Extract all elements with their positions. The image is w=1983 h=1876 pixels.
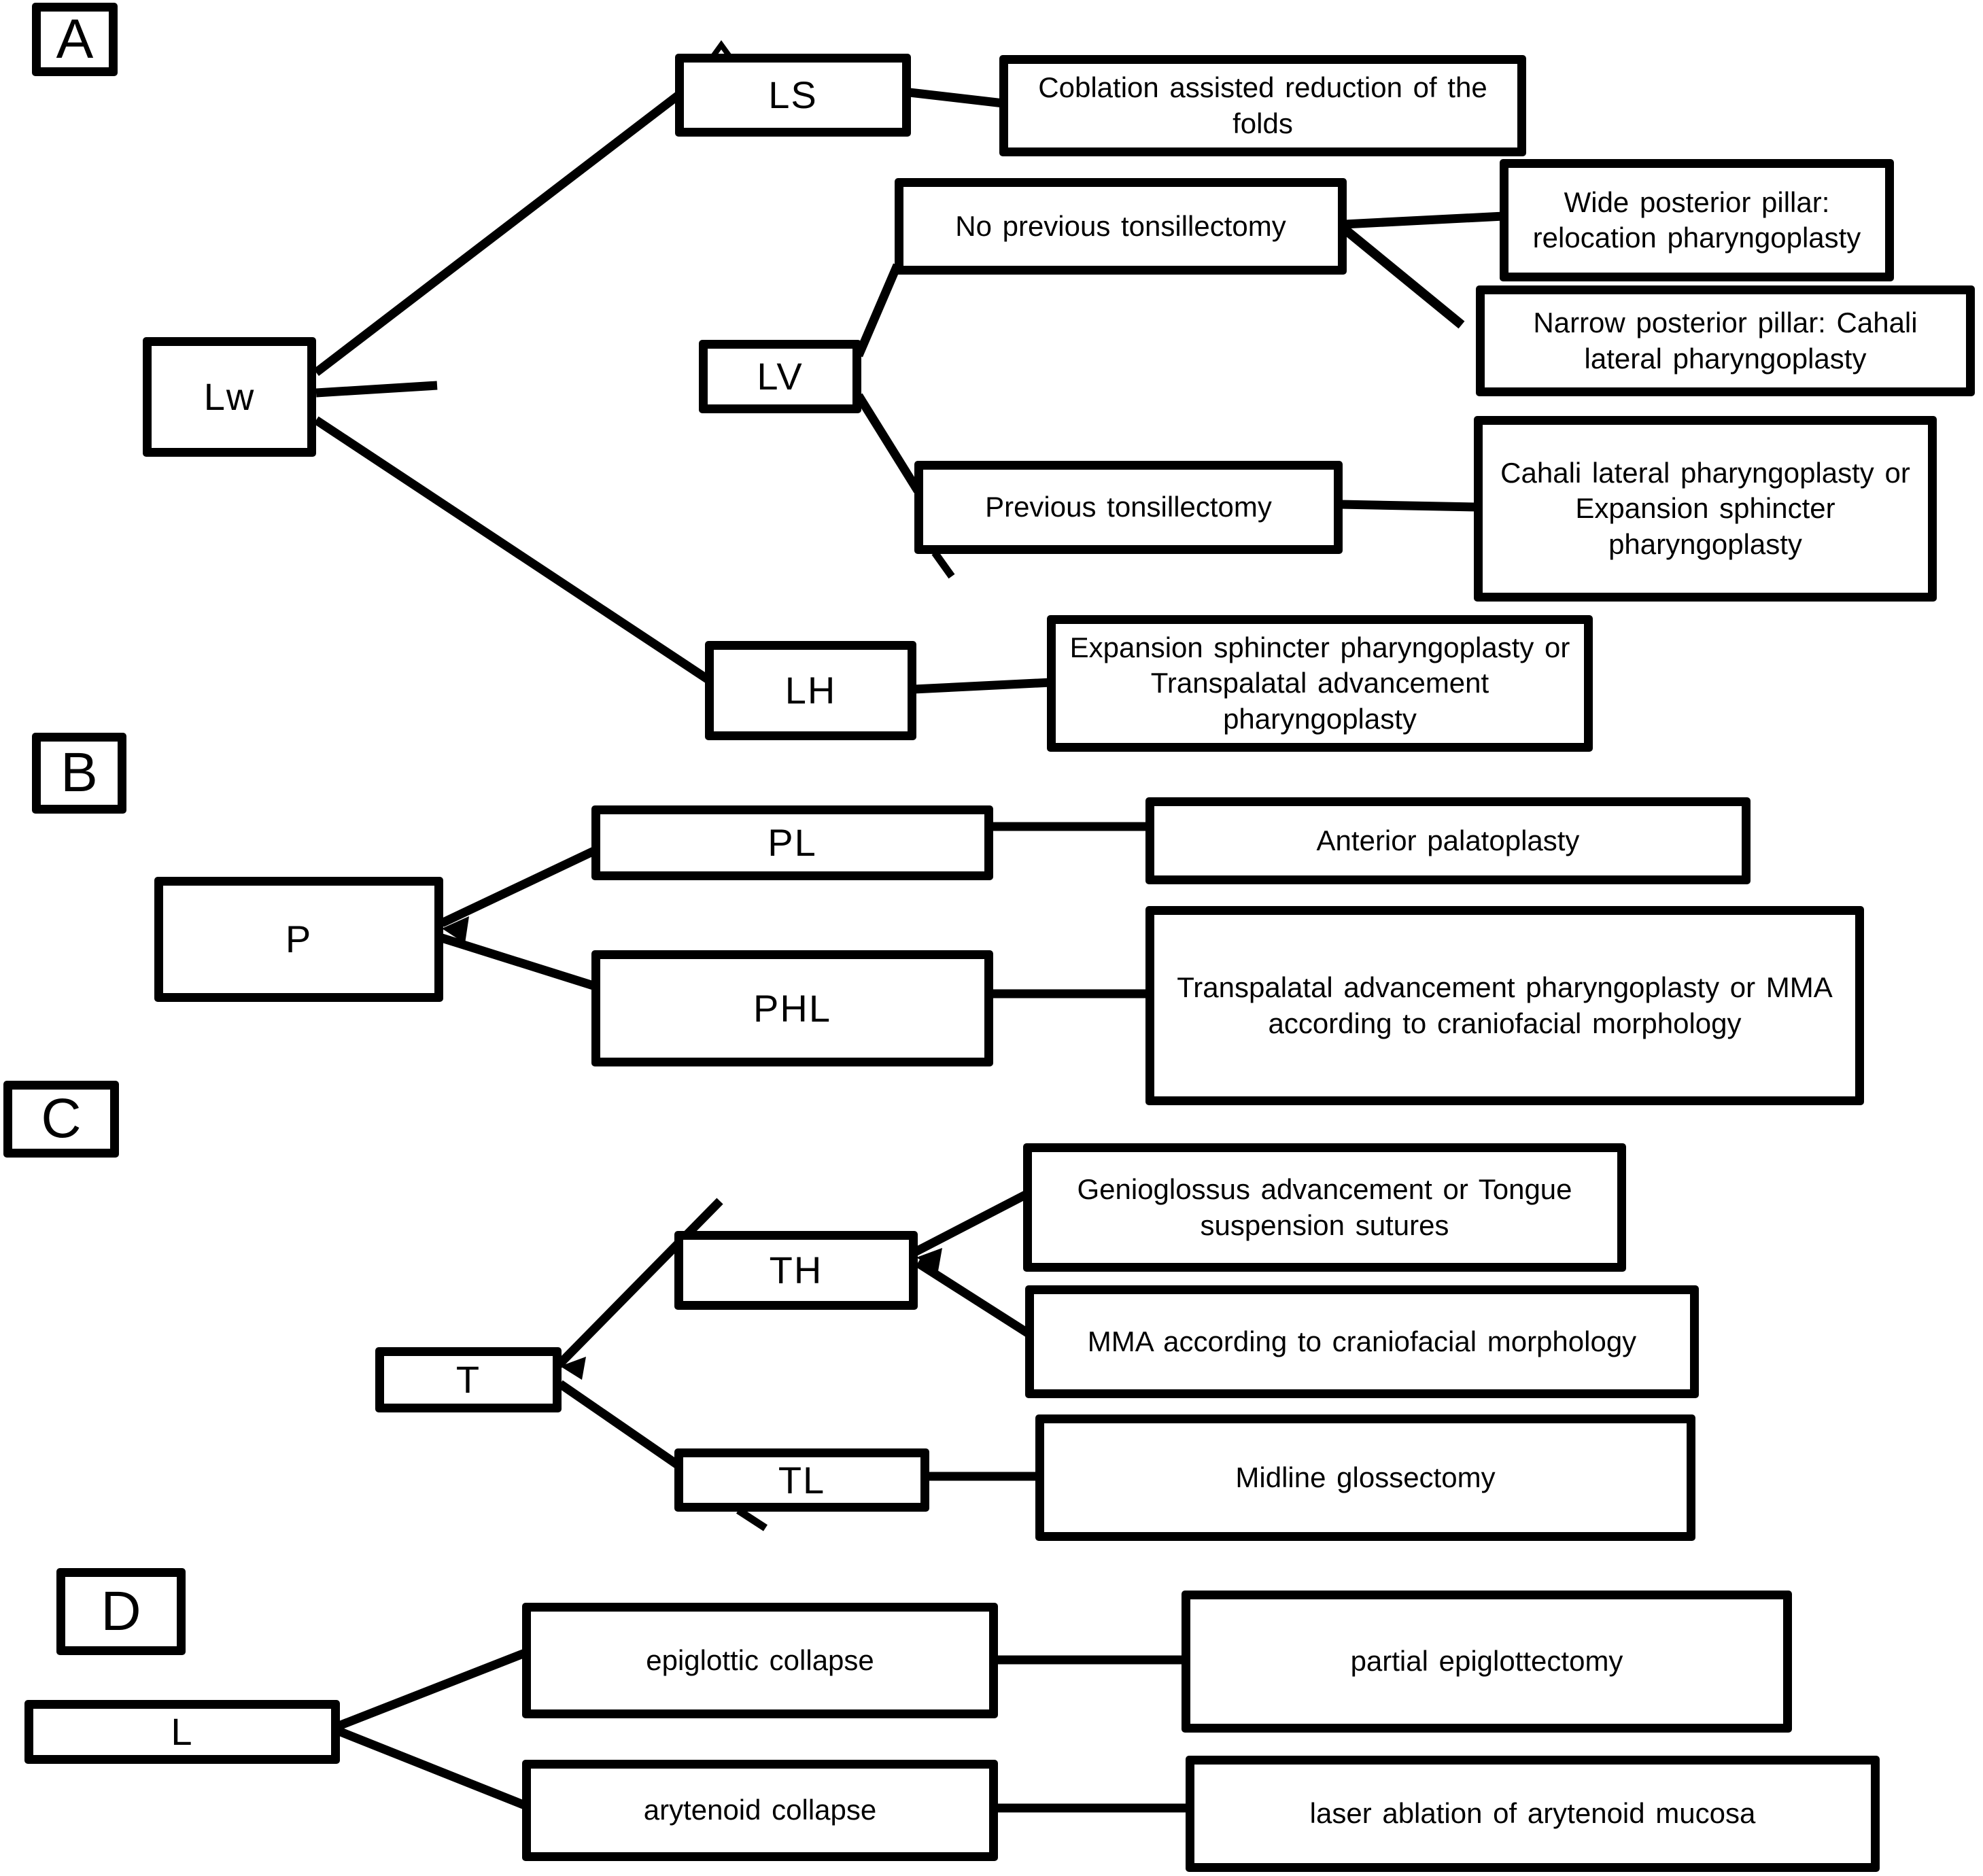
t-arrowhead <box>560 1357 586 1380</box>
node-arytenoid-collapse: arytenoid collapse <box>522 1760 998 1861</box>
node-anterior-palatoplasty: Anterior palatoplasty <box>1145 797 1751 884</box>
panel-a-label: A <box>32 3 118 76</box>
panel-d-label: D <box>56 1568 186 1655</box>
edge-noprev-narrowpost <box>1342 226 1465 329</box>
p-arrowhead <box>442 916 469 943</box>
edge-lv-noprev <box>855 263 901 358</box>
edge-lw-ls <box>313 91 681 377</box>
edge-l-epiglottic <box>335 1648 527 1731</box>
node-th: TH <box>674 1231 918 1310</box>
node-lw: Lw <box>143 337 316 457</box>
node-l: L <box>24 1700 340 1764</box>
edge-p-phl <box>441 933 599 992</box>
ls-caret-mark <box>710 40 733 59</box>
node-wide-posterior-pillar: Wide posterior pillar: relocation pharyn… <box>1500 159 1894 281</box>
node-genioglossus-or-suspension: Genioglossus advancement or Tongue suspe… <box>1023 1143 1626 1272</box>
node-cahali-or-expansion: Cahali lateral pharyngoplasty or Expansi… <box>1474 416 1937 602</box>
panel-c-label: C <box>3 1081 119 1158</box>
prevtons-tick <box>931 550 955 579</box>
node-lh: LH <box>705 641 916 740</box>
edge-ls-coblation <box>909 88 1004 108</box>
edge-lh-expsph <box>913 678 1052 694</box>
node-ls: LS <box>675 54 911 137</box>
node-partial-epiglottectomy: partial epiglottectomy <box>1182 1591 1792 1733</box>
node-phl: PHL <box>591 950 993 1066</box>
node-t: T <box>375 1347 562 1412</box>
node-transpalatal-or-mma: Transpalatal advancement pharyngoplasty … <box>1145 906 1864 1105</box>
node-laser-ablation: laser ablation of arytenoid mucosa <box>1186 1756 1880 1872</box>
edge-t-th <box>555 1198 723 1368</box>
edge-prevtons-cahali <box>1339 500 1479 512</box>
edge-lw-lv-stub <box>315 381 438 398</box>
node-midline-glossectomy: Midline glossectomy <box>1035 1414 1695 1541</box>
edge-lw-lh <box>313 416 713 685</box>
node-mma-craniofacial: MMA according to craniofacial morphology <box>1025 1285 1699 1398</box>
tl-tick <box>736 1507 768 1531</box>
node-narrow-posterior-pillar: Narrow posterior pillar: Cahali lateral … <box>1476 285 1975 396</box>
node-previous-tonsillectomy: Previous tonsillectomy <box>914 461 1343 554</box>
node-coblation-reduction: Coblation assisted reduction of the fold… <box>999 55 1526 156</box>
panel-b-label: B <box>32 733 126 814</box>
node-tl: TL <box>674 1448 929 1512</box>
edge-th-mma <box>915 1259 1031 1338</box>
edge-lv-prevtons <box>855 393 922 493</box>
edge-noprev-widepost <box>1343 211 1504 229</box>
th-arrowhead <box>916 1248 942 1271</box>
edge-th-genioglossus <box>913 1190 1029 1256</box>
node-pl: PL <box>591 805 993 880</box>
node-no-previous-tonsillectomy: No previous tonsillectomy <box>895 178 1347 275</box>
edge-l-arytenoid <box>335 1726 527 1810</box>
node-p: P <box>154 877 443 1002</box>
edge-t-tl <box>557 1380 681 1470</box>
node-lv: LV <box>699 340 861 413</box>
node-expansion-or-transpalatal: Expansion sphincter pharyngoplasty or Tr… <box>1047 615 1593 752</box>
node-epiglottic-collapse: epiglottic collapse <box>522 1603 998 1718</box>
edge-p-pl <box>440 844 602 927</box>
